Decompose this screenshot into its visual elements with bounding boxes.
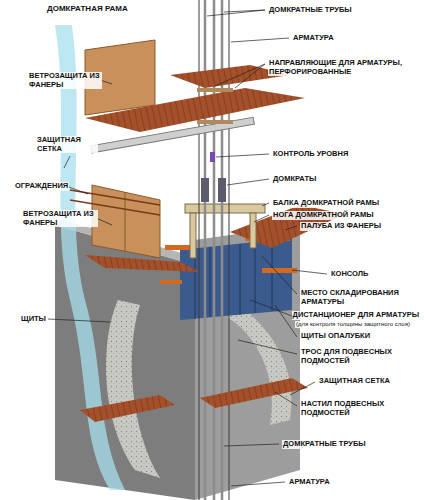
part-label: НОГА ДОМКРАТНОЙ РАМЫ xyxy=(272,211,375,220)
part-label: ЗАЩИТНАЯ СЕТКА xyxy=(318,377,391,386)
formwork-panels xyxy=(180,238,292,320)
part-label: ДОМКРАТНЫЕ ТРУБЫ xyxy=(282,440,367,449)
part-label: ДОМКРАТНЫЕ ТРУБЫ xyxy=(268,6,353,15)
scaffold-deck xyxy=(80,395,175,422)
part-label: (для контроля толщины защитного слоя) xyxy=(295,321,411,328)
part-label: ЗАЩИТНАЯ СЕТКА xyxy=(36,136,98,153)
part-label: ОГРАЖДЕНИЯ xyxy=(14,182,69,191)
part-label: НАПРАВЛЯЮЩИЕ ДЛЯ АРМАТУРЫ, ПЕРФОРИРОВАНН… xyxy=(268,59,420,76)
part-label: БАЛКА ДОМКРАТНОЙ РАМЫ xyxy=(272,199,380,208)
part-label: ПАЛУБА ИЗ ФАНЕРЫ xyxy=(300,222,382,231)
part-label: ДИСТАНЦИОНЕР ДЛЯ АРМАТУРЫ xyxy=(292,311,420,320)
part-label: АРМАТУРА xyxy=(292,34,335,43)
deck xyxy=(85,255,200,272)
part-label: ВЕТРОЗАЩИТА ИЗ ФАНЕРЫ xyxy=(28,72,102,89)
part-label: ЩИТЫ xyxy=(20,315,47,324)
part-label: МЕСТО СКЛАДИРОВАНИЯ АРМАТУРЫ xyxy=(300,289,420,306)
scaffold-deck xyxy=(200,378,308,408)
part-label: НАСТИЛ ПОДВЕСНЫХ ПОДМОСТЕЙ xyxy=(300,400,406,417)
part-label: ДОМКРАТЫ xyxy=(272,175,317,184)
diagram-title: ДОМКРАТНАЯ РАМА xyxy=(46,4,129,13)
part-label: КОНСОЛЬ xyxy=(330,270,369,279)
part-label: ЩИТЫ ОПАЛУБКИ xyxy=(300,332,371,341)
part-label: ВЕТРОЗАЩИТА ИЗ ФАНЕРЫ xyxy=(22,210,98,227)
upper-platform xyxy=(85,88,305,132)
jack-frame-beam xyxy=(185,204,265,213)
scaffold-net xyxy=(228,300,292,425)
part-label: КОНТРОЛЬ УРОВНЯ xyxy=(272,150,349,159)
scaffold-net xyxy=(106,300,160,478)
part-label: АРМАТУРА xyxy=(288,478,331,487)
part-label: ТРОС ДЛЯ ПОДВЕСНЫХ ПОДМОСТЕЙ xyxy=(300,348,414,365)
